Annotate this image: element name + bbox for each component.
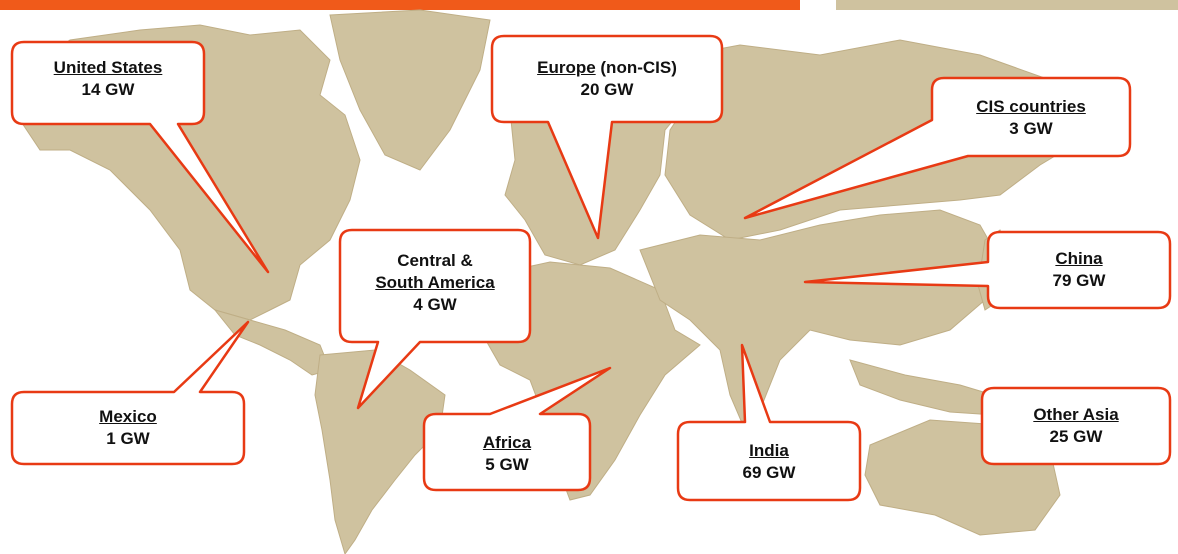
capacity-value: 20 GW	[580, 80, 634, 99]
callout-shape-india	[676, 343, 862, 502]
region-line-1: Central &	[397, 251, 473, 270]
callout-shape-china	[803, 230, 1172, 310]
region-name: Other Asia	[1033, 405, 1119, 424]
land-greenland	[329, 9, 491, 171]
capacity-value: 14 GW	[81, 80, 135, 99]
region-qualifier: (non-CIS)	[595, 58, 677, 77]
top-accent-bar	[0, 0, 800, 10]
capacity-value: 5 GW	[485, 455, 529, 474]
callout-other-asia: Other Asia 25 GW	[982, 404, 1170, 448]
callout-shape-cis	[743, 76, 1132, 220]
callout-mexico: Mexico 1 GW	[12, 406, 244, 450]
callout-united-states: United States 14 GW	[12, 57, 204, 101]
callout-india: India 69 GW	[678, 440, 860, 484]
region-line-2: South America	[375, 273, 495, 292]
region-name: Mexico	[99, 407, 157, 426]
capacity-value: 79 GW	[1052, 271, 1106, 290]
region-name: United States	[53, 58, 163, 77]
top-tan-bar	[836, 0, 1178, 10]
capacity-value: 1 GW	[106, 429, 150, 448]
capacity-value: 3 GW	[1009, 119, 1053, 138]
land-asia	[639, 209, 1001, 431]
callout-shape-united-states	[10, 40, 270, 274]
capacity-value: 25 GW	[1049, 427, 1103, 446]
callout-cis: CIS countries 3 GW	[932, 96, 1130, 140]
callout-africa: Africa 5 GW	[424, 432, 590, 476]
callout-shape-central-south-america	[338, 228, 532, 410]
region-name: India	[749, 441, 789, 460]
capacity-value: 4 GW	[413, 295, 457, 314]
capacity-value: 69 GW	[742, 463, 796, 482]
region-name: CIS countries	[976, 97, 1086, 116]
callout-shape-europe	[490, 34, 724, 240]
callouts	[10, 34, 1172, 502]
region-name: Europe	[537, 58, 596, 77]
region-name: Africa	[482, 433, 532, 452]
callout-shape-mexico	[10, 320, 250, 466]
region-name: China	[1055, 249, 1103, 268]
callout-china: China 79 GW	[988, 248, 1170, 292]
callout-central-south-america: Central & South America 4 GW	[340, 250, 530, 316]
callout-shape-other-asia	[980, 386, 1172, 466]
callout-shape-africa	[422, 366, 612, 492]
land-south-america	[314, 349, 446, 554]
callout-europe: Europe (non-CIS) 20 GW	[492, 57, 722, 101]
